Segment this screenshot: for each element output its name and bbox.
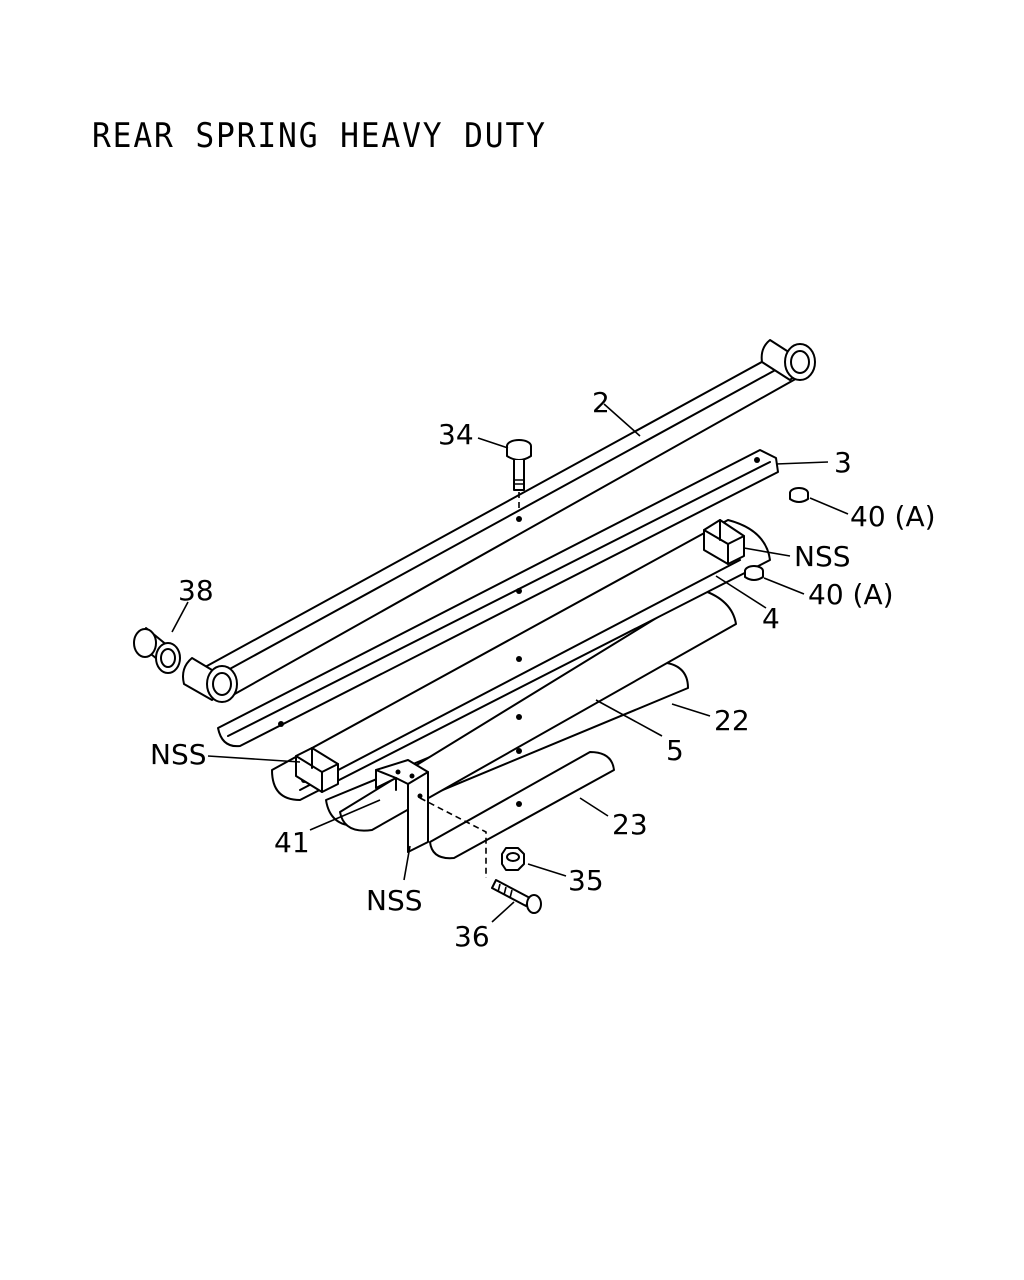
bolt-36 — [419, 797, 542, 914]
callout-nss-bracket: NSS — [366, 884, 423, 917]
callout-41: 41 — [274, 826, 310, 859]
callout-40a-upper: 40 (A) — [850, 500, 936, 533]
callout-3: 3 — [834, 446, 852, 479]
callout-nss-rear: NSS — [794, 540, 851, 573]
callout-36: 36 — [454, 920, 490, 953]
cap-40a-lower — [744, 565, 764, 581]
leaf-5 — [339, 589, 737, 832]
callout-35: 35 — [568, 864, 604, 897]
callout-labels: 2 3 34 40 (A) NSS 40 (A) 4 38 NSS 22 5 2… — [150, 386, 936, 953]
diagram-title: REAR SPRING HEAVY DUTY — [92, 116, 547, 156]
callout-5: 5 — [666, 734, 684, 767]
bracket-41 — [375, 759, 429, 853]
callout-4: 4 — [762, 602, 780, 635]
callout-nss-front: NSS — [150, 738, 207, 771]
leaf-2-main-leaf — [182, 339, 816, 703]
callout-22: 22 — [714, 704, 750, 737]
callout-38: 38 — [178, 574, 214, 607]
callout-23: 23 — [612, 808, 648, 841]
bushing-38 — [133, 627, 181, 674]
spring-clip-front — [295, 747, 339, 793]
callout-2: 2 — [592, 386, 610, 419]
leaf-4 — [271, 519, 771, 801]
nut-35 — [501, 847, 525, 871]
center-bolt-34 — [506, 439, 532, 510]
leaf-3 — [217, 449, 779, 748]
callout-34: 34 — [438, 418, 474, 451]
leader-lines — [171, 403, 849, 923]
leaf-23 — [429, 751, 615, 860]
cap-40a-upper — [789, 487, 809, 503]
spring-clip-rear — [703, 519, 745, 565]
callout-40a-lower: 40 (A) — [808, 578, 894, 611]
